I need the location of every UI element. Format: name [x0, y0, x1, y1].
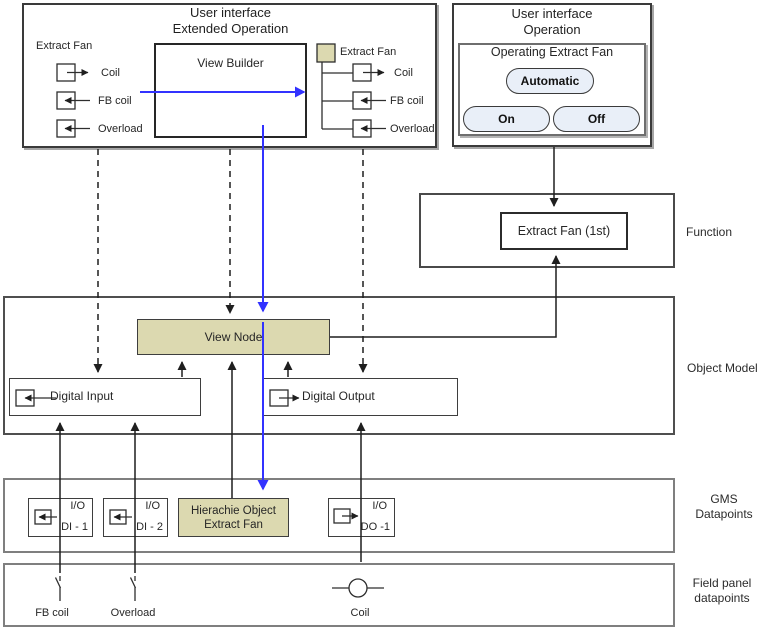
function-section-label: Function — [686, 225, 733, 239]
hierarchy-object-line: Hierachie Object — [190, 504, 276, 517]
extract-fan-1st-box: Extract Fan (1st) — [500, 212, 628, 250]
digital-input-box: Digital Input — [9, 378, 201, 416]
datapoint-io-label: I/O — [145, 500, 160, 512]
left-extract-fan-label: Extract Fan — [36, 40, 93, 52]
ui-operation-title: User interface Operation — [457, 6, 647, 38]
title-line: Extended Operation — [172, 21, 289, 36]
automatic-button[interactable]: Automatic — [506, 68, 594, 94]
ui-extended-operation-title: User interface Extended Operation — [128, 5, 333, 37]
gms-section-label: GMS Datapoints — [682, 492, 766, 522]
datapoint-di1-box: I/O DI - 1 — [28, 498, 93, 537]
hierarchy-object-extract-fan-box: Hierachie Object Extract Fan — [178, 498, 289, 537]
datapoint-io-label: I/O — [372, 500, 387, 512]
left-point-overload-label: Overload — [98, 123, 143, 135]
tree-point-fb-coil-label: FB coil — [390, 95, 424, 107]
view-builder-box — [154, 43, 307, 138]
title-line: Operation — [523, 22, 581, 37]
datapoint-do1-box: I/O DO -1 — [328, 498, 395, 537]
on-button[interactable]: On — [463, 106, 550, 132]
view-node-box: View Node — [137, 319, 330, 355]
tree-root-extract-fan-label: Extract Fan — [340, 46, 397, 58]
operating-extract-fan-label: Operating Extract Fan — [490, 45, 614, 59]
field-label-line: Field panel — [692, 576, 752, 590]
datapoint-name-label: DO -1 — [360, 521, 390, 533]
digital-input-label: Digital Input — [50, 389, 114, 403]
left-point-coil-label: Coil — [101, 67, 120, 79]
gms-label-line: Datapoints — [695, 507, 753, 521]
datapoint-name-label: DI - 1 — [61, 521, 88, 533]
datapoint-name-label: DI - 2 — [136, 521, 163, 533]
digital-output-label: Digital Output — [302, 389, 375, 403]
coil-field-label: Coil — [350, 607, 370, 619]
hierarchy-object-line: Extract Fan — [204, 518, 263, 531]
tree-point-overload-label: Overload — [390, 123, 435, 135]
datapoint-di2-box: I/O DI - 2 — [103, 498, 168, 537]
view-builder-label: View Builder — [197, 56, 264, 70]
fb-coil-field-label: FB coil — [35, 607, 69, 619]
object-model-section-label: Object Model — [687, 361, 758, 375]
left-point-fb-coil-label: FB coil — [98, 95, 132, 107]
field-label-line: datapoints — [694, 591, 750, 605]
gms-label-line: GMS — [710, 492, 738, 506]
field-panel-section-label: Field panel datapoints — [678, 576, 766, 606]
off-button[interactable]: Off — [553, 106, 640, 132]
overload-field-label: Overload — [110, 607, 156, 619]
field-panel-section-box — [3, 563, 675, 627]
title-line: User interface — [190, 5, 271, 20]
datapoint-io-label: I/O — [70, 500, 85, 512]
tree-point-coil-label: Coil — [394, 67, 413, 79]
digital-output-box: Digital Output — [263, 378, 458, 416]
title-line: User interface — [511, 6, 593, 21]
